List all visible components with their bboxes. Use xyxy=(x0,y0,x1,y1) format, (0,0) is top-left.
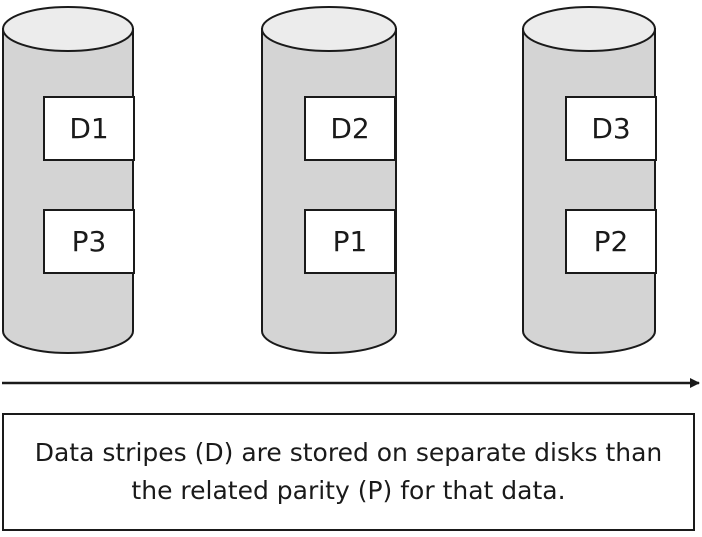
disk-1-block-1-label: D1 xyxy=(69,112,108,145)
disk-3-top xyxy=(522,6,656,52)
disk-3-block-1-label: D3 xyxy=(591,112,630,145)
disk-1-body xyxy=(2,28,134,354)
disk-1: D1 P3 xyxy=(2,6,135,354)
disk-3-block-2-label: P2 xyxy=(594,225,629,258)
disk-1-block-2-label: P3 xyxy=(72,225,107,258)
disk-3-block-2 xyxy=(565,209,657,274)
disk-1-block-2 xyxy=(43,209,135,274)
caption-line-2: the related parity (P) for that data. xyxy=(131,476,566,505)
disk-1-top xyxy=(2,6,134,52)
disk-1-block-1 xyxy=(43,96,135,161)
disk-3-body xyxy=(522,28,656,354)
disk-2-block-1-label: D2 xyxy=(330,112,369,145)
disk-2-body xyxy=(261,28,397,354)
disk-2-block-1 xyxy=(304,96,396,161)
disk-2-top xyxy=(261,6,397,52)
raid-diagram: D1 P3 D2 P1 D3 P2 xyxy=(2,6,700,388)
caption-text: Data stripes (D) are stored on separate … xyxy=(25,434,673,510)
disk-3: D3 P2 xyxy=(522,6,657,354)
disk-3-block-1 xyxy=(565,96,657,161)
disk-2-block-2 xyxy=(304,209,396,274)
caption-line-1: Data stripes (D) are stored on separate … xyxy=(34,438,663,467)
caption-box: Data stripes (D) are stored on separate … xyxy=(2,413,695,531)
disk-2-block-2-label: P1 xyxy=(333,225,368,258)
disk-2: D2 P1 xyxy=(261,6,397,354)
